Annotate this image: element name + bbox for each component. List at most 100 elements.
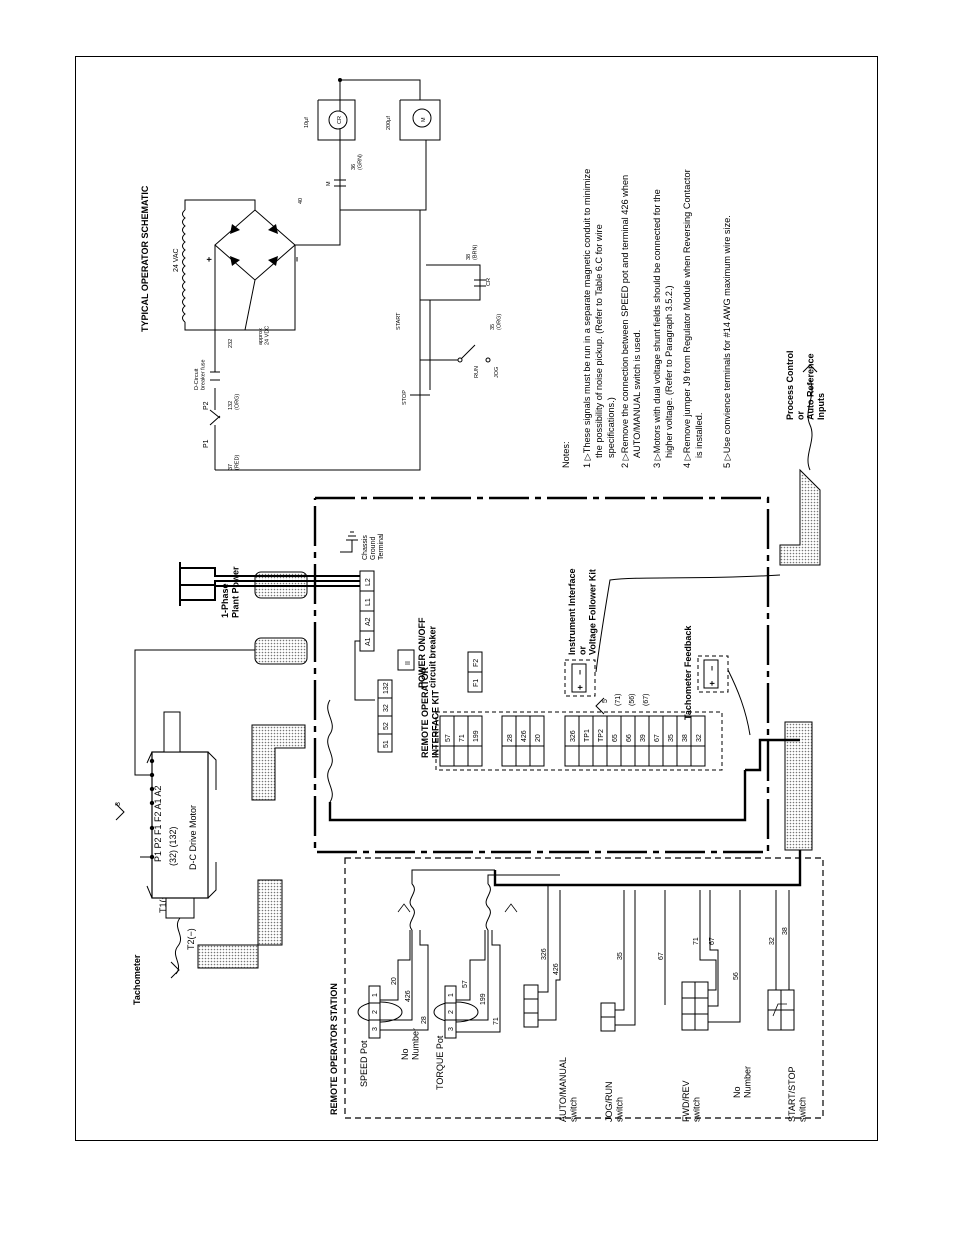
svg-text:Instrument InterfaceorVoltage: Instrument InterfaceorVoltage Follower K… [567, 568, 598, 655]
svg-text:1: 1 [372, 993, 379, 997]
svg-text:JOG: JOG [494, 367, 500, 378]
svg-text:D-C Drive Motor: D-C Drive Motor [188, 805, 198, 870]
svg-text:P1: P1 [203, 439, 210, 448]
svg-text:AUTO/MANUALswitch: AUTO/MANUALswitch [558, 1057, 578, 1122]
svg-text:10µf: 10µf [304, 117, 310, 128]
svg-text:F1: F1 [473, 679, 480, 687]
kit-terminal-screw [634, 745, 650, 767]
svg-text:+: + [204, 257, 214, 262]
note-line: higher voltage. (Refer to Paragraph 3.5.… [664, 285, 674, 458]
kit-terminal-screw [453, 745, 469, 767]
kit-terminal-label: 326 [570, 730, 577, 742]
station-title: REMOTE OPERATOR STATION [329, 983, 339, 1115]
svg-text:A1: A1 [365, 637, 372, 646]
svg-text:32: 32 [769, 937, 776, 945]
kit-terminal-label: 67 [654, 734, 661, 742]
svg-text:CR: CR [337, 116, 343, 124]
svg-text:T2(−): T2(−) [186, 928, 196, 950]
svg-text:38(BRN): 38(BRN) [466, 245, 478, 260]
svg-text:52: 52 [383, 722, 390, 730]
svg-text:Tachometer Feedback: Tachometer Feedback [683, 625, 693, 720]
kit-terminal-label: 57 [445, 734, 452, 742]
svg-text:POWER ON/OFFcircuit breaker: POWER ON/OFFcircuit breaker [417, 617, 437, 688]
svg-text:approx24 VDC: approx24 VDC [258, 326, 270, 345]
torque-pot: TORQUE Pot 3 2 1 [433, 985, 479, 1090]
svg-text:37(RED): 37(RED) [228, 455, 240, 470]
pot-wiring [380, 869, 560, 1033]
kit-terminal-screw [592, 745, 608, 767]
conduits [197, 468, 821, 969]
note-1-marker-tach [170, 961, 180, 979]
kit-terminal-label: 35 [668, 734, 675, 742]
svg-text:232: 232 [228, 339, 234, 348]
svg-text:JOG/RUNswitch: JOG/RUNswitch [604, 1082, 624, 1123]
svg-text:+: + [575, 685, 585, 690]
svg-text:+: + [707, 681, 717, 686]
note-line: is installed. [694, 413, 704, 458]
svg-text:(71): (71) [615, 694, 622, 706]
svg-text:38: 38 [782, 927, 789, 935]
kit-terminal-label: 20 [535, 734, 542, 742]
kit-terminal-screw [501, 745, 517, 767]
svg-text:(32) (132): (32) (132) [168, 826, 178, 866]
svg-text:L2: L2 [365, 578, 372, 586]
note-line: 4 ▷Remove jumper J9 from Regulator Modul… [682, 169, 692, 468]
svg-text:TYPICAL OPERATOR SCHEMATIC: TYPICAL OPERATOR SCHEMATIC [140, 185, 150, 332]
kit-terminal-screw [439, 745, 455, 767]
jog-run-switch: JOG/RUNswitch 35 [600, 890, 636, 1123]
kit-terminal-screw [467, 745, 483, 767]
svg-text:132(ORG): 132(ORG) [228, 394, 240, 410]
kit-terminal-screw [529, 745, 545, 767]
svg-text:RUN: RUN [474, 366, 480, 378]
svg-text:P1 P2 F1 F2 A1 A2: P1 P2 F1 F2 A1 A2 [153, 785, 163, 862]
svg-text:57: 57 [462, 980, 469, 988]
remote-operator-station: REMOTE OPERATOR STATION SPEED Pot 3 2 1 … [329, 850, 824, 1123]
svg-text:M: M [326, 181, 332, 186]
notes-lines: 1 ▷These signals must be run in a separa… [582, 169, 732, 468]
kit-terminal-label: 28 [507, 734, 514, 742]
svg-text:24 VAC: 24 VAC [173, 248, 180, 272]
svg-text:326: 326 [541, 948, 548, 960]
svg-text:71: 71 [493, 1017, 500, 1025]
option-kits: + − Instrument InterfaceorVoltage Follow… [564, 350, 826, 736]
svg-text:L1: L1 [365, 598, 372, 606]
svg-text:51: 51 [383, 740, 390, 748]
svg-text:2: 2 [372, 1010, 379, 1014]
svg-text:28: 28 [421, 1016, 428, 1024]
svg-text:START/STOPswitch: START/STOPswitch [787, 1066, 807, 1122]
svg-text:35: 35 [617, 952, 624, 960]
kit-terminal-label: TP2 [598, 729, 605, 742]
kit-terminal-label: 39 [640, 734, 647, 742]
svg-text:−: − [292, 257, 302, 262]
kit-terminal-screw [606, 745, 622, 767]
svg-text:−: − [707, 666, 717, 671]
operator-schematic: TYPICAL OPERATOR SCHEMATIC 24 VAC + − P1… [140, 78, 502, 471]
svg-text:56: 56 [733, 972, 740, 980]
svg-text:NoNumber: NoNumber [732, 1066, 752, 1098]
note-3-marker: 3 [115, 802, 125, 821]
kit-terminal-label: 32 [696, 734, 703, 742]
kit-terminal-screw [578, 745, 594, 767]
kit-terminal-screw [662, 745, 678, 767]
kit-terminal-label: TP1 [584, 729, 591, 742]
start-stop-switch: START/STOPswitch 32 38 [767, 890, 807, 1122]
kit-terminal-label: 71 [459, 734, 466, 742]
svg-text:426: 426 [405, 990, 412, 1002]
svg-text:FWD/REVswitch: FWD/REVswitch [681, 1081, 701, 1123]
svg-text:TORQUE Pot: TORQUE Pot [435, 1035, 445, 1090]
svg-text:D-Circuitbreaker fuse: D-Circuitbreaker fuse [194, 359, 206, 390]
power-section: 1-PhasePlant Power L2 L1 A2 A1 ChassisGr… [179, 531, 483, 701]
svg-text:200µf: 200µf [386, 116, 392, 130]
svg-text:Process ControlorAuto Referenc: Process ControlorAuto ReferenceInputs [785, 350, 826, 420]
interface-kit: REMOTE OPERATORINTERFACE KIT 132 32 52 5… [327, 666, 800, 822]
kit-terminal-label: 426 [521, 730, 528, 742]
svg-text:CR: CR [486, 278, 492, 286]
svg-text:(56): (56) [629, 694, 636, 706]
svg-text:426: 426 [553, 963, 560, 975]
svg-text:67: 67 [709, 937, 716, 945]
svg-text:T1(+): T1(+) [158, 891, 168, 913]
kit-terminal-screw [620, 745, 636, 767]
note-line: 5 ▷Use convience terminals for #14 AWG m… [722, 215, 732, 468]
svg-text:START: START [396, 312, 402, 330]
